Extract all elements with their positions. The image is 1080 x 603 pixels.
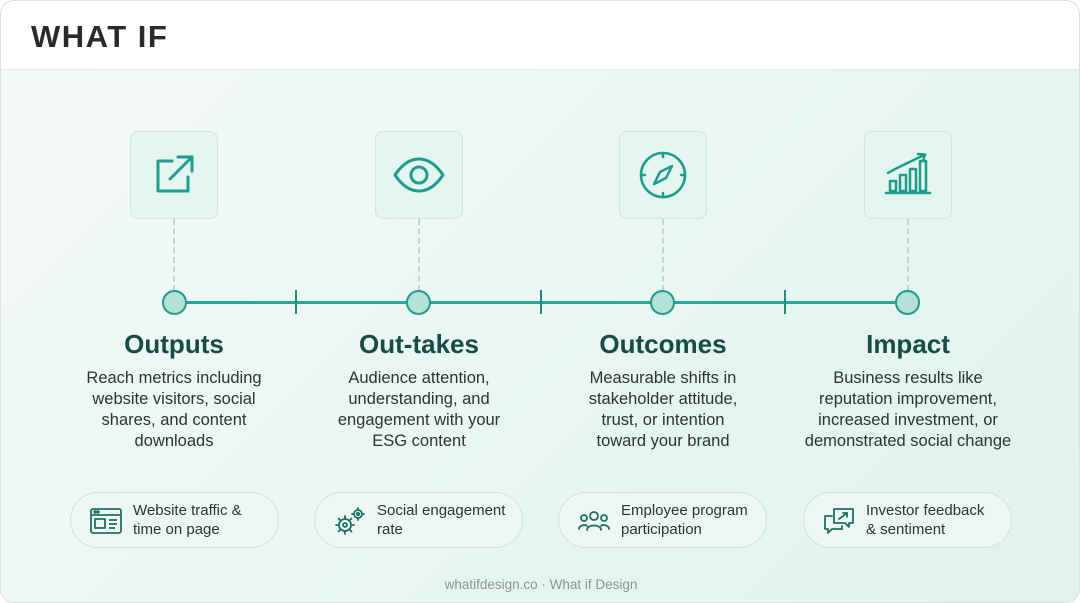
description-line: Audience attention,	[348, 369, 490, 387]
connector-impact	[907, 219, 909, 291]
metric-label-line: participation	[621, 521, 702, 538]
description-line: shares, and content	[101, 411, 247, 429]
description-line: downloads	[134, 432, 214, 450]
timeline-node-out-takes	[406, 290, 431, 315]
out-takes-icon-box	[375, 131, 463, 219]
description-line: Reach metrics including	[86, 369, 262, 387]
footer-credit: whatifdesign.co · What if Design	[444, 577, 638, 592]
people-group-icon	[578, 511, 610, 531]
description-line: Business results like	[833, 369, 983, 387]
stage-title-out-takes: Out-takes	[359, 329, 479, 359]
description-line: Measurable shifts in	[589, 369, 737, 387]
timeline-tick	[540, 290, 542, 314]
metric-label-line: Social engagement	[377, 502, 506, 519]
description-line: engagement with your	[337, 411, 501, 429]
description-line: reputation improvement,	[819, 390, 997, 408]
external-link-icon	[156, 155, 194, 193]
description-line: understanding, and	[348, 390, 490, 408]
header: WHAT IF	[1, 1, 1079, 70]
timeline-node-outcomes	[650, 290, 675, 315]
stage-title-impact: Impact	[866, 329, 950, 359]
timeline-node-impact	[895, 290, 920, 315]
impact-icon-box	[864, 131, 952, 219]
metric-pill-impact: Investor feedback & sentiment	[803, 492, 1012, 548]
description-line: toward your brand	[596, 432, 730, 450]
metric-label-line: Investor feedback	[866, 502, 985, 519]
metric-label-line: & sentiment	[866, 521, 946, 538]
description-line: stakeholder attitude,	[588, 390, 738, 408]
outcomes-icon-box	[619, 131, 707, 219]
connector-out-takes	[418, 219, 420, 291]
stage-title-outcomes: Outcomes	[599, 329, 727, 359]
connector-outputs	[173, 219, 175, 291]
stage-description-impact: Business results like reputation improve…	[788, 368, 1028, 452]
timeline-node-outputs	[162, 290, 187, 315]
metric-label-line: rate	[377, 521, 403, 538]
stage-description-out-takes: Audience attention, understanding, and e…	[299, 368, 539, 452]
description-line: website visitors, social	[92, 390, 256, 408]
timeline-tick	[784, 290, 786, 314]
metric-pill-outputs: Website traffic & time on page	[70, 492, 279, 548]
compass-icon	[639, 151, 687, 199]
timeline-tick	[295, 290, 297, 314]
metric-label-line: time on page	[133, 521, 220, 538]
stage-description-outcomes: Measurable shifts in stakeholder attitud…	[543, 368, 783, 452]
metric-label-line: Website traffic &	[133, 502, 242, 519]
description-line: ESG content	[372, 432, 466, 450]
metric-pill-out-takes: Social engagement rate	[314, 492, 523, 548]
stage-title-outputs: Outputs	[124, 329, 224, 359]
description-line: trust, or intention	[601, 411, 725, 429]
connector-outcomes	[662, 219, 664, 291]
eye-icon	[393, 157, 445, 193]
browser-window-icon	[90, 508, 122, 534]
chat-feedback-icon	[824, 508, 854, 534]
outputs-icon-box	[130, 131, 218, 219]
growth-chart-icon	[884, 152, 932, 195]
stage-description-outputs: Reach metrics including website visitors…	[54, 368, 294, 452]
description-line: increased investment, or	[818, 411, 998, 429]
metric-pill-outcomes: Employee program participation	[558, 492, 767, 548]
metric-label-line: Employee program	[621, 502, 748, 519]
description-line: demonstrated social change	[804, 432, 1012, 450]
brand-logo: WHAT IF	[31, 19, 169, 54]
gears-icon	[335, 507, 365, 535]
